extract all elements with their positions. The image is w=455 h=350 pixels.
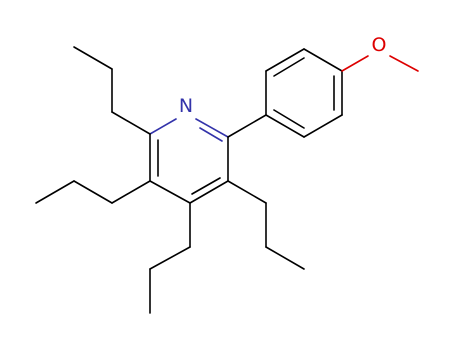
bond-c4-c5: [149, 180, 191, 204]
bond-o-methyl: [389, 55, 419, 72]
bond-c2-phenyl: [227, 114, 267, 138]
bond-n-c2-inner: [199, 127, 223, 142]
bond-ph-o: [341, 55, 369, 72]
bond-ph-f: [265, 114, 305, 138]
bond-c5-propyl-2: [73, 180, 113, 204]
bond-ph-c: [303, 48, 343, 72]
bond-ph-f-inner: [273, 109, 305, 129]
bond-group: [35, 46, 419, 314]
atom-label-nitrogen: N: [179, 95, 193, 117]
atom-label-oxygen: O: [372, 34, 387, 56]
bond-ph-b-inner: [273, 57, 305, 77]
bond-ph-b: [265, 48, 305, 72]
bond-n-c2: [195, 118, 229, 138]
bond-c4-propyl-2: [149, 246, 191, 270]
bond-c3-propyl-3: [265, 246, 305, 270]
bond-c3-c4-inner: [191, 177, 221, 195]
bond-c5-propyl-1: [111, 180, 151, 204]
atom-label-group: N O: [179, 34, 387, 117]
bond-c6-propyl-3: [73, 46, 113, 70]
bond-c3-c4: [189, 180, 229, 204]
bond-c5-propyl-3: [35, 180, 75, 204]
bond-ph-e: [303, 114, 343, 138]
bond-c6-propyl-1: [111, 111, 151, 135]
bond-c3-propyl-1: [227, 180, 267, 204]
bond-c6-n: [149, 118, 177, 135]
